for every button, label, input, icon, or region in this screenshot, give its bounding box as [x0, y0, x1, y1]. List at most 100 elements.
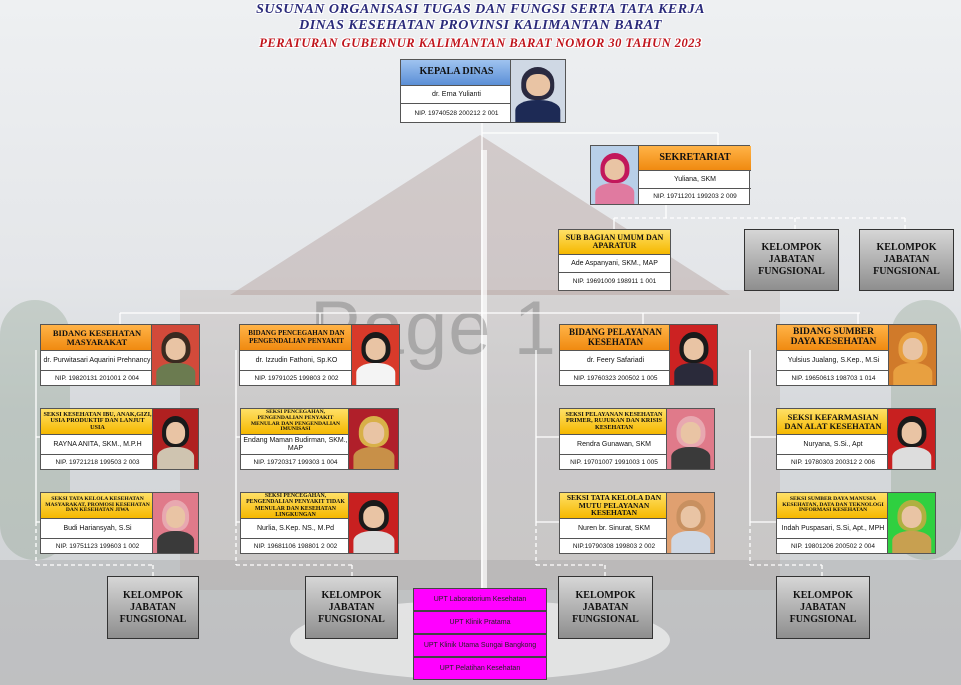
seksi-row1-card-1-photo-face	[165, 422, 186, 444]
seksi-row1-card-4-photo	[887, 409, 935, 469]
seksi-row1-card-2-photo-face	[362, 422, 385, 444]
sekretariat-card-photo-face	[604, 158, 625, 180]
bidang-card-3-nip: NIP. 19760323 200502 1 005	[573, 374, 658, 382]
subbag-umum-card-title: SUB BAGIAN UMUM DAN APARATUR	[559, 230, 670, 255]
seksi-row2-card-1-photo	[152, 493, 198, 553]
seksi-row1-card-3-photo-body	[670, 447, 711, 469]
bidang-card-2-photo	[351, 325, 399, 385]
sekretariat-card-photo-body	[594, 183, 635, 204]
seksi-row2-card-1-official-name: Budi Hariansyah, S.Si	[41, 519, 154, 539]
bidang-card-3-official-name: dr. Feery Safariadi	[560, 351, 671, 371]
bidang-card-4-photo-face	[902, 338, 923, 360]
seksi-row2-card-2-photo-face	[362, 506, 385, 528]
seksi-row2-card-2-nip: NIP. 19681106 198801 2 002	[253, 542, 338, 550]
seksi-row1-card-2-photo	[348, 409, 398, 469]
seksi-row2-card-1-title: SEKSI TATA KELOLA KESEHATAN MASYARAKAT, …	[41, 493, 154, 519]
seksi-row2-card-3-photo	[666, 493, 714, 553]
sekretariat-card-official-name: Yuliana, SKM	[639, 171, 751, 189]
kelompok-jabatan-fungsional-3: KELOMPOK JABATAN FUNGSIONAL	[107, 576, 199, 639]
seksi-row1-card-2: SEKSI PENCEGAHAN, PENGENDALIAN PENYAKIT …	[240, 408, 399, 470]
upt-box-1: UPT Laboratorium Kesehatan	[413, 588, 547, 611]
seksi-row2-card-3-title: SEKSI TATA KELOLA DAN MUTU PELAYANAN KES…	[560, 493, 668, 519]
sekretariat-card-title: SEKRETARIAT	[639, 146, 751, 171]
bidang-card-4-official-name: Yulsius Jualang, S.Kep., M.Si	[777, 351, 890, 371]
kelompok-jabatan-fungsional-4: KELOMPOK JABATAN FUNGSIONAL	[305, 576, 398, 639]
bidang-card-2-official-name: dr. Izzudin Fathoni, Sp.KO	[240, 351, 353, 371]
seksi-row2-card-1-photo-body	[156, 531, 195, 553]
bidang-card-1-nip: NIP. 19820131 201001 2 004	[54, 374, 140, 382]
seksi-row2-card-3-nip: NIP.19790308 199803 2 002	[572, 542, 656, 550]
seksi-row1-card-3-photo-face	[680, 422, 701, 444]
bidang-card-3-photo-face	[683, 338, 704, 360]
seksi-row1-card-1-official-name: RAYNA ANITA, SKM., M.P.H	[41, 435, 154, 455]
upt-box-3: UPT Klinik Utama Sungai Bangkong	[413, 634, 547, 657]
seksi-row1-card-3-nip: NIP. 19701007 1991003 1 005	[570, 458, 658, 466]
seksi-row2-card-3-photo-face	[680, 506, 701, 528]
seksi-row2-card-1: SEKSI TATA KELOLA KESEHATAN MASYARAKAT, …	[40, 492, 199, 554]
subbag-umum-card-official-name: Ade Aspanyani, SKM., MAP	[559, 255, 670, 273]
bidang-card-3-title: BIDANG PELAYANAN KESEHATAN	[560, 325, 671, 351]
chart-title-regulation: PERATURAN GUBERNUR KALIMANTAN BARAT NOMO…	[259, 36, 702, 50]
bidang-card-2-photo-body	[355, 363, 396, 385]
kelompok-jabatan-fungsional-1: KELOMPOK JABATAN FUNGSIONAL	[744, 229, 839, 291]
bidang-card-2-nip: NIP. 19791025 199803 2 002	[254, 374, 339, 382]
bidang-card-3-photo	[669, 325, 717, 385]
seksi-row2-card-2-photo-body	[352, 531, 395, 553]
kelompok-jabatan-fungsional-2: KELOMPOK JABATAN FUNGSIONAL	[859, 229, 954, 291]
seksi-row1-card-4-title: SEKSI KEFARMASIAN DAN ALAT KESEHATAN	[777, 409, 889, 435]
kepala-dinas-card-photo	[510, 60, 565, 122]
upt-box-2: UPT Klinik Pratama	[413, 611, 547, 634]
seksi-row2-card-4: SEKSI SUMBER DAYA MANUSIA KESEHATAN, DAT…	[776, 492, 936, 554]
bidang-card-2-photo-face	[365, 338, 386, 360]
bidang-card-1-official-name: dr. Purwitasari Aquarini Prehnancy	[41, 351, 153, 371]
bidang-card-4-photo-body	[892, 363, 933, 385]
kelompok-jabatan-fungsional-6: KELOMPOK JABATAN FUNGSIONAL	[776, 576, 870, 639]
seksi-row2-card-4-photo-face	[901, 506, 922, 528]
seksi-row2-card-1-photo-face	[165, 506, 186, 528]
seksi-row2-card-4-photo	[887, 493, 935, 553]
sekretariat-card-photo	[591, 146, 639, 204]
seksi-row1-card-1-photo-body	[156, 447, 195, 469]
kepala-dinas-card-official-name: dr. Erna Yulianti	[401, 86, 512, 104]
seksi-row2-card-1-nip: NIP. 19751123 199603 1 002	[55, 542, 140, 550]
kepala-dinas-card-photo-face	[526, 73, 550, 96]
bidang-card-2: BIDANG PENCEGAHAN DAN PENGENDALIAN PENYA…	[239, 324, 400, 386]
seksi-row2-card-2: SEKSI PENCEGAHAN, PENGENDALIAN PENYAKIT …	[240, 492, 399, 554]
sekretariat-card-nip: NIP. 19711201 199203 2 009	[653, 193, 737, 200]
seksi-row1-card-1: SEKSI KESEHATAN IBU, ANAK,GIZI, USIA PRO…	[40, 408, 199, 470]
kelompok-jabatan-fungsional-5: KELOMPOK JABATAN FUNGSIONAL	[558, 576, 653, 639]
seksi-row2-card-4-photo-body	[891, 531, 932, 553]
seksi-row1-card-2-nip: NIP. 19720317 199303 1 004	[253, 458, 338, 466]
bidang-card-1-photo	[151, 325, 199, 385]
seksi-row2-card-2-official-name: Nurlia, S.Kep. NS., M.Pd	[241, 519, 350, 539]
seksi-row1-card-2-title: SEKSI PENCEGAHAN, PENGENDALIAN PENYAKIT …	[241, 409, 350, 435]
seksi-row1-card-1-title: SEKSI KESEHATAN IBU, ANAK,GIZI, USIA PRO…	[41, 409, 154, 435]
bidang-card-3-photo-body	[673, 363, 714, 385]
seksi-row1-card-2-photo-body	[352, 447, 395, 469]
seksi-row2-card-3-official-name: Nuren br. Sinurat, SKM	[560, 519, 668, 539]
seksi-row1-card-3-title: SEKSI PELAYANAN KESEHATAN PRIMER, RUJUKA…	[560, 409, 668, 435]
bidang-card-1-title: BIDANG KESEHATAN MASYARAKAT	[41, 325, 153, 351]
seksi-row2-card-4-official-name: Indah Puspasari, S.Si, Apt., MPH	[777, 519, 889, 539]
seksi-row1-card-3-photo	[666, 409, 714, 469]
seksi-row1-card-1-nip: NIP. 19721218 199503 2 003	[55, 458, 140, 466]
seksi-row2-card-4-title: SEKSI SUMBER DAYA MANUSIA KESEHATAN, DAT…	[777, 493, 889, 519]
bidang-card-4-photo	[888, 325, 936, 385]
seksi-row1-card-3: SEKSI PELAYANAN KESEHATAN PRIMER, RUJUKA…	[559, 408, 715, 470]
seksi-row1-card-1-photo	[152, 409, 198, 469]
seksi-row1-card-4-photo-face	[901, 422, 922, 444]
kepala-dinas-card-photo-body	[515, 99, 561, 122]
bidang-card-1-photo-face	[165, 338, 186, 360]
upt-box-4: UPT Pelatihan Kesehatan	[413, 657, 547, 680]
kepala-dinas-card-nip: NIP. 19740528 200212 2 001	[414, 109, 499, 117]
seksi-row2-card-2-photo	[348, 493, 398, 553]
bidang-card-2-title: BIDANG PENCEGAHAN DAN PENGENDALIAN PENYA…	[240, 325, 353, 351]
